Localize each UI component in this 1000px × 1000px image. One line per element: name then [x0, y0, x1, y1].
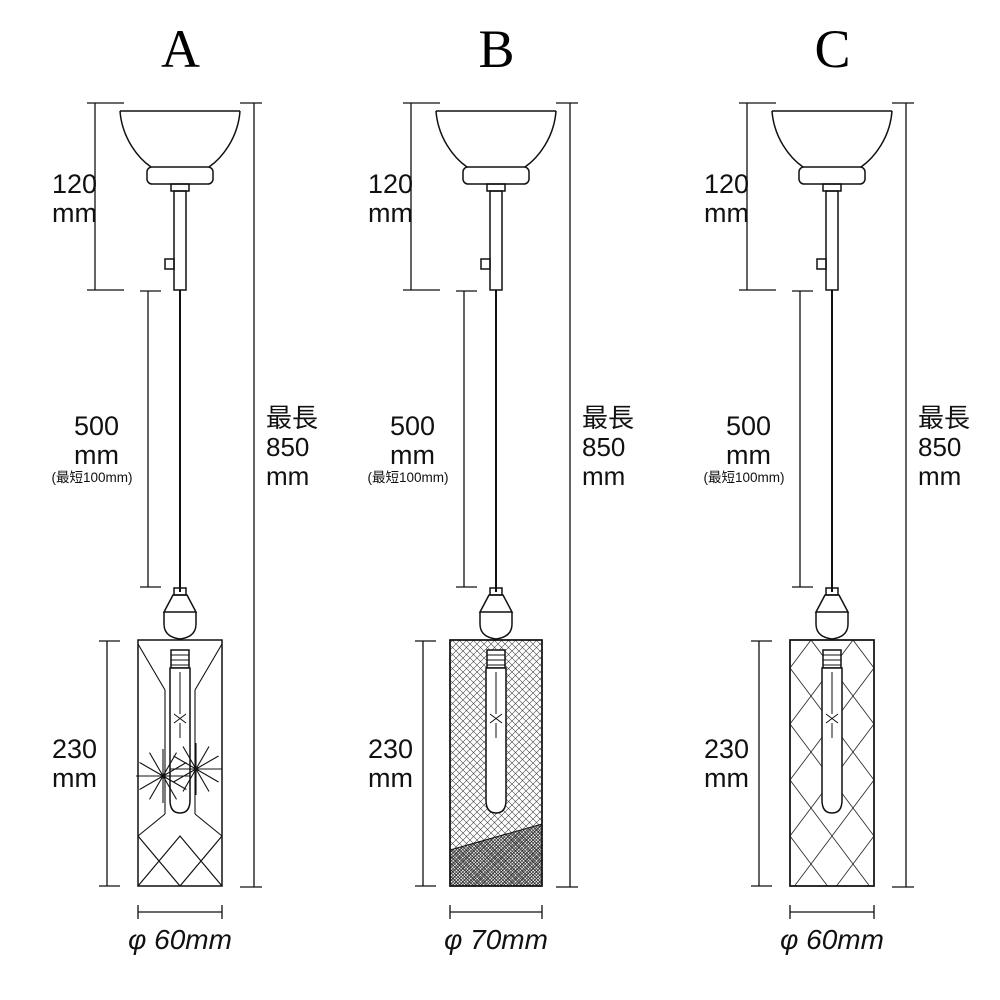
cord-dimension: 500 mm: [726, 412, 796, 470]
canopy-dim-value: 120: [368, 169, 414, 199]
cord-dim-unit: mm: [390, 440, 435, 470]
diameter-label: φ 60mm: [128, 924, 232, 955]
canopy-dim-unit: mm: [368, 198, 413, 228]
ceiling-canopy: [435, 110, 557, 185]
canopy-dimension: 120 mm: [52, 170, 122, 228]
canopy-dim-unit: mm: [52, 198, 97, 228]
lamp-drawing-b: [403, 102, 578, 919]
shade-dim-value: 230: [704, 734, 750, 764]
socket: [478, 587, 514, 640]
dimension-lines: [739, 102, 914, 919]
diameter-label: φ 70mm: [444, 924, 548, 955]
socket: [814, 587, 850, 640]
overall-dim-prefix: 最長: [918, 403, 971, 433]
overall-dim-prefix: 最長: [582, 403, 635, 433]
canopy-dim-value: 120: [704, 169, 750, 199]
variant-label: A: [161, 19, 200, 79]
cord-dim-unit: mm: [74, 440, 119, 470]
hanging-rod: [164, 183, 190, 291]
cord-dimension: 500 mm: [390, 412, 460, 470]
bulb: [485, 649, 507, 814]
canopy-dimension: 120 mm: [368, 170, 438, 228]
cord-min-note: (最短100mm): [51, 470, 133, 485]
overall-dim-unit: mm: [918, 461, 962, 491]
socket: [162, 587, 198, 640]
starburst-pattern: [136, 743, 223, 887]
overall-dim-prefix: 最長: [266, 403, 319, 433]
cord-dim-unit: mm: [726, 440, 771, 470]
cord-dim-value: 500: [726, 411, 772, 441]
dense-mesh-band: [449, 823, 543, 886]
overall-dimension: 最長 850 mm: [582, 404, 662, 491]
bulb: [169, 649, 191, 814]
hanging-rod: [816, 183, 842, 291]
shade-dim-value: 230: [368, 734, 414, 764]
shade-dimension: 230 mm: [704, 735, 774, 793]
variant-c-column: C: [666, 0, 999, 1000]
shade-outline: [449, 639, 543, 887]
overall-dim-unit: mm: [266, 461, 310, 491]
overall-dimension: 最長 850 mm: [266, 404, 346, 491]
cord-min-note: (最短100mm): [367, 470, 449, 485]
ceiling-canopy: [119, 110, 241, 185]
ceiling-canopy: [771, 110, 893, 185]
diameter-label: φ 60mm: [780, 924, 884, 955]
shade-dim-unit: mm: [704, 763, 749, 793]
overall-dimension: 最長 850 mm: [918, 404, 998, 491]
variant-label: C: [814, 19, 851, 79]
hanging-rod: [480, 183, 506, 291]
dimension-lines: [87, 102, 262, 919]
cord-min-note: (最短100mm): [703, 470, 785, 485]
variant-label: B: [478, 19, 515, 79]
overall-dim-value: 850: [266, 432, 310, 462]
shade-dimension: 230 mm: [52, 735, 122, 793]
overall-dim-unit: mm: [582, 461, 626, 491]
dimension-lines: [403, 102, 578, 919]
variant-a-column: A: [14, 0, 347, 1000]
variant-b-column: B: [330, 0, 663, 1000]
cord-dimension: 500 mm: [74, 412, 144, 470]
bulb: [821, 649, 843, 814]
shade-dimension: 230 mm: [368, 735, 438, 793]
cord-dim-value: 500: [390, 411, 436, 441]
lamp-drawing-a: [87, 102, 262, 919]
cord-dim-value: 500: [74, 411, 120, 441]
canopy-dimension: 120 mm: [704, 170, 774, 228]
shade-dim-value: 230: [52, 734, 98, 764]
canopy-dim-value: 120: [52, 169, 98, 199]
overall-dim-value: 850: [918, 432, 962, 462]
overall-dim-value: 850: [582, 432, 626, 462]
shade-dim-unit: mm: [368, 763, 413, 793]
shade-dim-unit: mm: [52, 763, 97, 793]
canopy-dim-unit: mm: [704, 198, 749, 228]
shade-outline: [789, 639, 875, 887]
lamp-drawing-c: [739, 102, 914, 919]
